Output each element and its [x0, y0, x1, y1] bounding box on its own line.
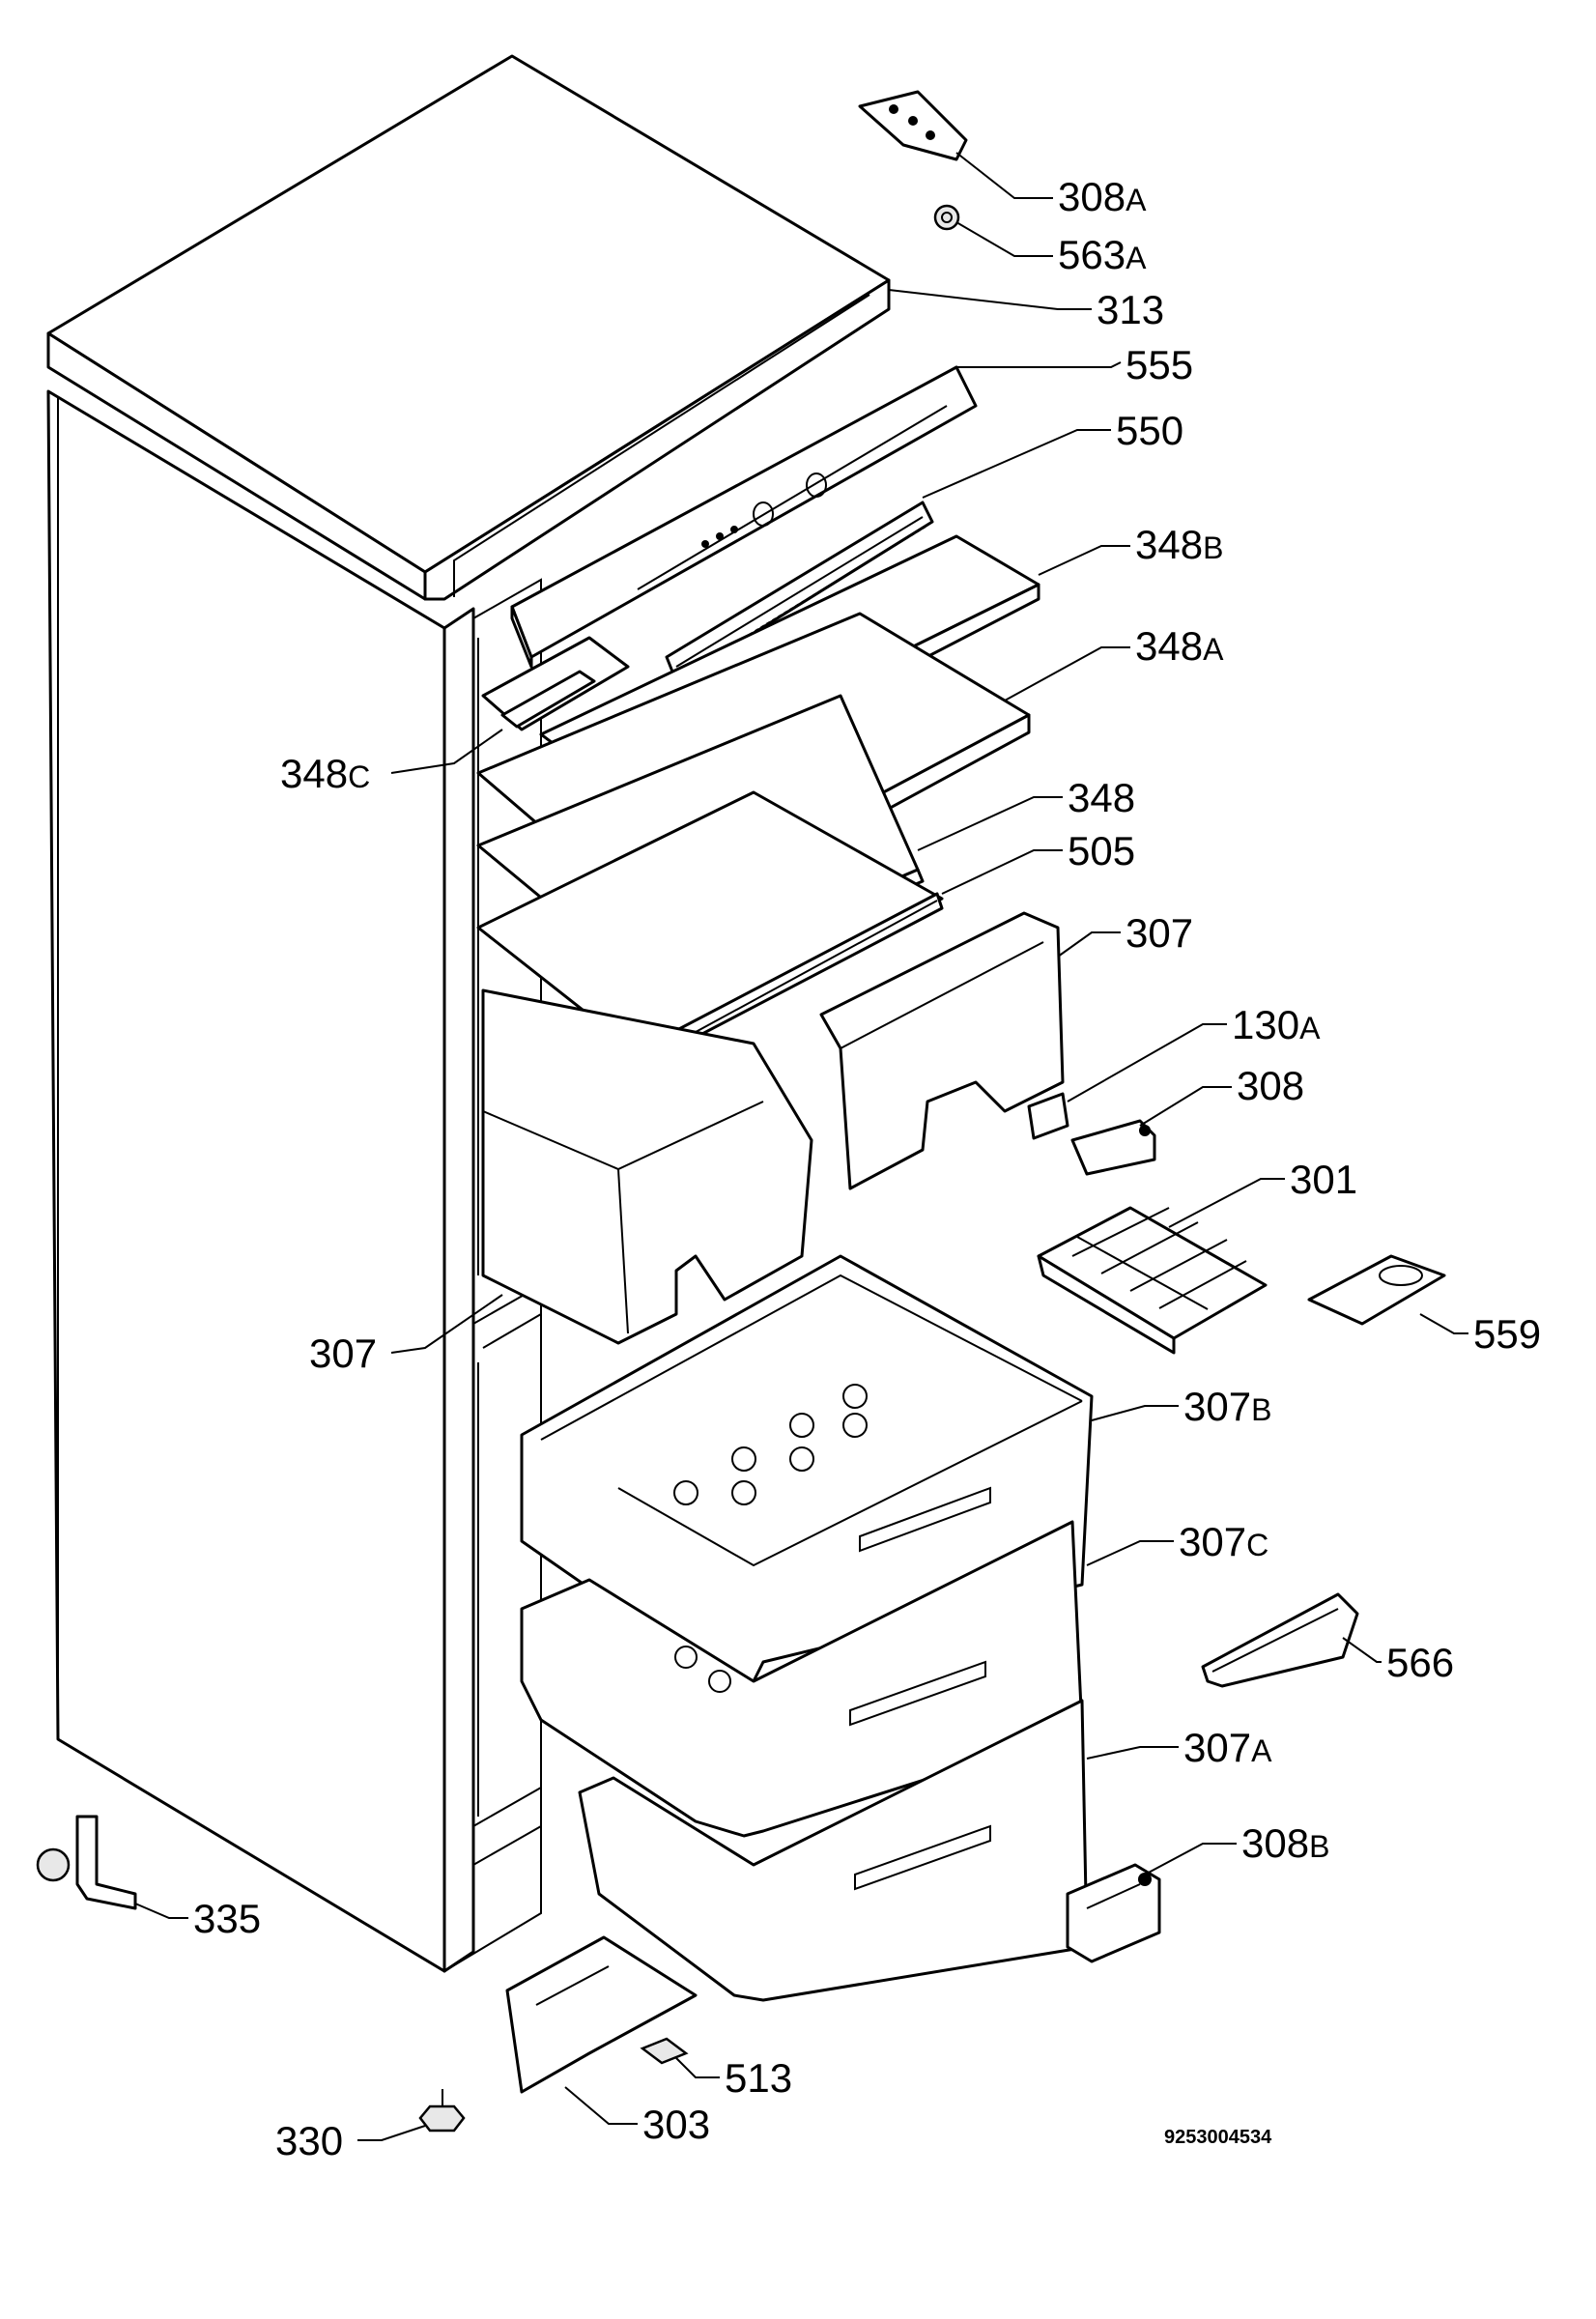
shelf-348c [481, 636, 630, 731]
part-563a-bushing [933, 204, 960, 231]
label-348b: 348B [1135, 522, 1223, 567]
label-550: 550 [1116, 408, 1183, 453]
part-130a-clip [1027, 1092, 1069, 1140]
label-348c: 348C [280, 751, 370, 796]
leader-lines [134, 152, 1468, 2141]
label-308a: 308A [1058, 174, 1147, 219]
part-303-kickplate [505, 1935, 698, 2094]
label-307-left: 307 [309, 1331, 377, 1376]
document-code: 9253004534 [1164, 2127, 1272, 2148]
part-559-scraper [1307, 1254, 1446, 1326]
part-566-handle [1201, 1592, 1359, 1688]
label-563a: 563A [1058, 232, 1147, 277]
label-301: 301 [1290, 1157, 1357, 1202]
drawer-307c [520, 1520, 1084, 1838]
cabinet-body [46, 54, 891, 1973]
label-307c: 307C [1179, 1519, 1268, 1564]
label-559: 559 [1473, 1311, 1541, 1357]
label-307b: 307B [1183, 1384, 1271, 1429]
label-307a: 307A [1183, 1725, 1272, 1770]
label-303: 303 [642, 2102, 710, 2147]
control-panel-555 [510, 365, 978, 669]
label-505: 505 [1068, 828, 1135, 873]
part-330-foot [418, 2089, 466, 2133]
part-308a-hinge [858, 90, 968, 161]
label-330: 330 [275, 2118, 343, 2163]
part-308b-hinge [1066, 1863, 1161, 1963]
bin-307-left [481, 988, 813, 1345]
drawer-307b [520, 1254, 1094, 1683]
label-348a: 348A [1135, 623, 1224, 669]
part-308-hinge [1070, 1119, 1156, 1176]
part-335-wheel [36, 1815, 137, 1910]
label-513: 513 [725, 2055, 792, 2101]
label-308b: 308B [1241, 1820, 1329, 1866]
part-513-insert [640, 2037, 689, 2065]
label-335: 335 [193, 1896, 261, 1941]
label-555: 555 [1126, 342, 1193, 387]
part-301-ice-tray [1037, 1206, 1268, 1355]
label-566: 566 [1386, 1640, 1454, 1685]
bin-307-right [819, 911, 1065, 1190]
label-308: 308 [1237, 1063, 1304, 1108]
label-348: 348 [1068, 775, 1135, 820]
label-307-upper: 307 [1126, 910, 1193, 956]
label-130a: 130A [1232, 1002, 1321, 1047]
label-313: 313 [1097, 287, 1164, 332]
callout-labels: 308A 563A 313 555 550 348B 348A 348C 348… [193, 174, 1541, 2163]
